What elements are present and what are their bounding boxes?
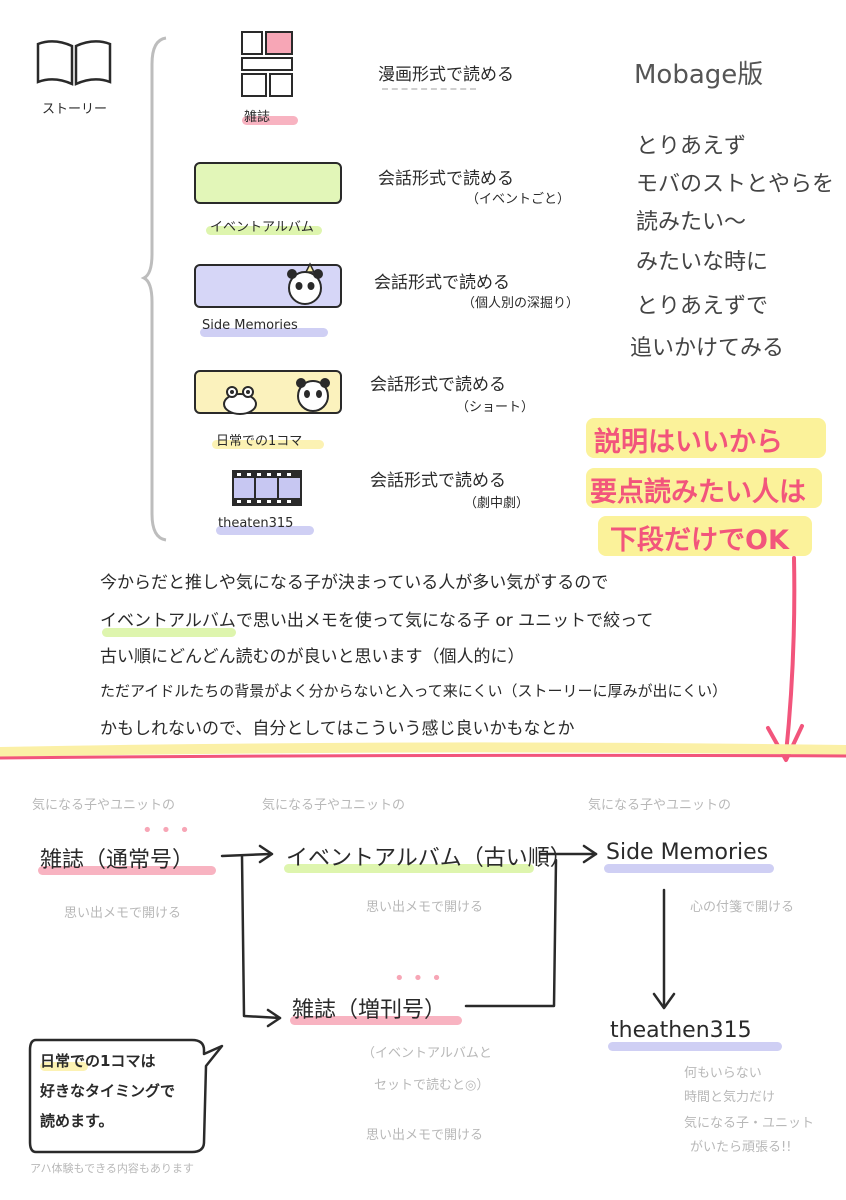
daily-underline: [212, 440, 324, 449]
bubble-line-1: 日常での1コマは: [40, 1052, 156, 1070]
magazine-desc: 漫画形式で読める: [378, 65, 514, 85]
bubble-highlight: [40, 1062, 88, 1071]
daily-label: 日常での1コマ: [216, 434, 303, 449]
callout-highlight-1: [586, 418, 826, 458]
panda-icon: [280, 262, 330, 308]
down-arrow-icon: [760, 556, 810, 776]
callout-line-1: 説明はいいから: [594, 427, 783, 458]
daily-desc: 会話形式で読める: [370, 375, 506, 395]
side-memories-note: （個人別の深掘り）: [462, 296, 580, 311]
flow-side-note: 心の付箋で開ける: [690, 900, 795, 915]
footnote: アハ体験もできる内容もあります: [30, 1162, 194, 1175]
daily-note: （ショート）: [456, 400, 535, 415]
paragraph-line-2: イベントアルバムで思い出メモを使って気になる子 or ユニットで絞って: [100, 611, 654, 631]
flow-album-note: 思い出メモで開ける: [366, 900, 484, 915]
book-icon: [34, 38, 114, 88]
paragraph-highlight: [102, 628, 236, 637]
magazine-icon: [240, 30, 294, 100]
flow-album-underline: [284, 864, 534, 873]
flow-special-note-3: 思い出メモで開ける: [366, 1128, 484, 1143]
panda-icon-2: [290, 370, 336, 414]
flow-magazine-label: 雑誌（通常号）: [40, 848, 195, 873]
mobage-line-3: 読みたい〜: [636, 210, 747, 235]
theater-underline: [216, 526, 314, 535]
theater-label: theaten315: [218, 516, 294, 531]
flow-theater-note-3: 気になる子・ユニット: [684, 1116, 815, 1131]
mobage-line-4: みたいな時に: [636, 250, 769, 275]
flow-theater-note-2: 時間と気力だけ: [684, 1090, 776, 1105]
mobage-line-2: モバのストとやらを: [636, 172, 835, 197]
story-label: ストーリー: [42, 102, 108, 117]
film-icon: [232, 470, 302, 506]
event-album-frame: [194, 162, 342, 204]
flow-theater-label: theathen315: [610, 1018, 752, 1043]
divider: [0, 740, 846, 770]
side-memories-label: Side Memories: [202, 318, 298, 333]
paragraph-line-3: 古い順にどんどん読むのが良いと思います（個人的に）: [100, 647, 525, 667]
flow-special-label: 雑誌（増刊号）: [292, 998, 447, 1023]
caption-magazine: 気になる子やユニットの: [32, 798, 176, 813]
special-dots: •••: [394, 968, 450, 989]
flow-magazine-note: 思い出メモで開ける: [64, 906, 182, 921]
callout-highlight-2: [586, 468, 822, 508]
flow-arrows: [0, 830, 846, 1030]
paragraph-line-5: かもしれないので、自分としてはこういう感じ良いかもなとか: [100, 719, 575, 739]
event-album-underline: [206, 226, 322, 235]
mobage-title: Mobage版: [634, 60, 764, 90]
theater-desc: 会話形式で読める: [370, 471, 506, 491]
mobage-line-5: とりあえずで: [636, 294, 769, 319]
flow-theater-underline: [608, 1042, 782, 1051]
flow-special-underline: [290, 1016, 462, 1025]
paragraph-line-1: 今からだと推しや気になる子が決まっている人が多い気がするので: [100, 573, 609, 593]
magazine-desc-underline: [382, 88, 476, 90]
magazine-label: 雑誌: [244, 110, 271, 125]
paragraph-line-4: ただアイドルたちの背景がよく分からないと入って来にくい（ストーリーに厚みが出にく…: [100, 682, 728, 700]
flow-album-label: イベントアルバム（古い順）: [286, 846, 572, 871]
theater-note: （劇中劇）: [464, 496, 530, 511]
magazine-underline: [242, 116, 298, 125]
callout-line-2: 要点読みたい人は: [590, 477, 806, 508]
flow-side-underline: [604, 864, 774, 873]
side-memories-desc: 会話形式で読める: [374, 273, 510, 293]
mobage-line-6: 追いかけてみる: [630, 336, 785, 361]
bubble-line-2: 好きなタイミングで: [40, 1082, 176, 1100]
callout-highlight-3: [598, 516, 812, 556]
flow-theater-note-4: がいたら頑張る!!: [690, 1140, 792, 1155]
flow-special-note-1: （イベントアルバムと: [362, 1046, 492, 1061]
flow-special-note-2: セットで読むと◎）: [374, 1078, 490, 1093]
magazine-dots: •••: [142, 820, 198, 841]
event-album-note: （イベントごと）: [466, 192, 571, 207]
frog-icon: [220, 380, 260, 416]
bubble-line-3: 読めます。: [40, 1112, 114, 1130]
side-memories-underline: [200, 328, 328, 337]
caption-album: 気になる子やユニットの: [262, 798, 406, 813]
flow-side-label: Side Memories: [606, 840, 769, 865]
callout-line-3: 下段だけでOK: [610, 525, 789, 556]
event-album-desc: 会話形式で読める: [378, 169, 514, 189]
flow-theater-note-1: 何もいらない: [684, 1066, 762, 1081]
event-album-label: イベントアルバム: [210, 220, 314, 235]
flow-magazine-underline: [38, 866, 216, 875]
bracket: [140, 34, 170, 544]
caption-side: 気になる子やユニットの: [588, 798, 732, 813]
mobage-line-1: とりあえず: [636, 134, 747, 159]
